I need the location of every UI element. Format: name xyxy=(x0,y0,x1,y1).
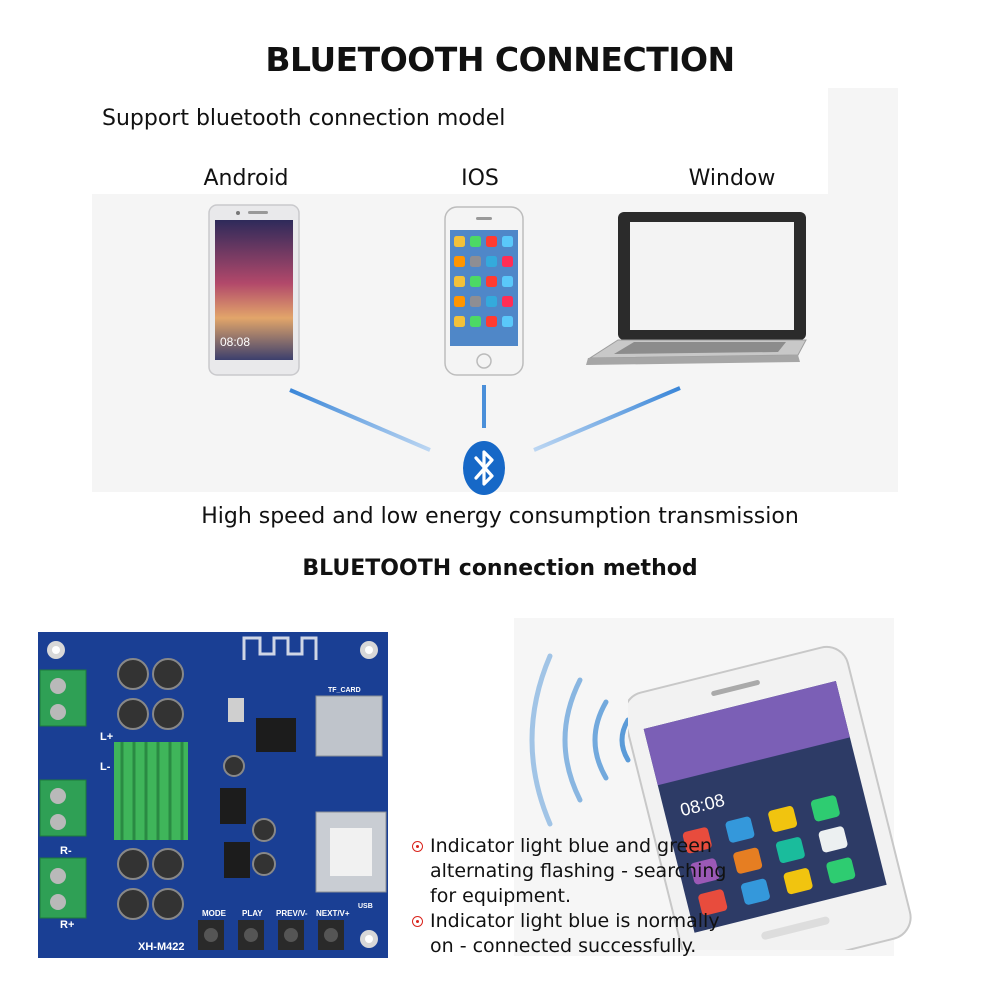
signal-waves-icon xyxy=(529,653,631,827)
bullet-icon xyxy=(412,834,430,909)
bluetooth-icon xyxy=(463,441,505,495)
laptop-image xyxy=(586,212,807,365)
board-button-label-mode: MODE xyxy=(202,909,227,918)
speed-text: High speed and low energy consumption tr… xyxy=(201,504,799,529)
android-phone-image: 08:08 xyxy=(208,204,300,376)
board-label-rminus: R- xyxy=(60,845,72,857)
note-text: Indicator light blue is normally on - co… xyxy=(430,910,720,957)
page-title: BLUETOOTH CONNECTION xyxy=(265,40,735,79)
board-usb-label: USB xyxy=(358,903,373,910)
indicator-notes: Indicator light blue and green alternati… xyxy=(412,834,742,959)
amplifier-board-image: MODE PLAY PREV/V- NEXT/V+ TF_CARD USB L+… xyxy=(38,632,388,958)
iphone-image xyxy=(444,206,524,376)
board-tf-label: TF_CARD xyxy=(328,687,361,694)
board-label-rplus: R+ xyxy=(60,919,74,931)
android-clock: 08:08 xyxy=(220,335,250,349)
support-text: Support bluetooth connection model xyxy=(102,106,506,131)
smartphone-image: 08:08 xyxy=(628,645,912,950)
note-text: Indicator light blue and green alternati… xyxy=(430,835,727,907)
device-label-ios: IOS xyxy=(461,166,499,191)
board-button-label-next: NEXT/V+ xyxy=(316,909,350,918)
note-connected: Indicator light blue is normally on - co… xyxy=(412,909,742,959)
board-button-label-prev: PREV/V- xyxy=(276,909,308,918)
board-label-lminus: L- xyxy=(100,761,111,773)
devices-panel-header xyxy=(92,88,828,194)
device-label-android: Android xyxy=(203,166,289,191)
bullet-icon xyxy=(412,909,430,959)
board-label-lplus: L+ xyxy=(100,731,113,743)
device-label-window: Window xyxy=(688,166,776,191)
method-title: BLUETOOTH connection method xyxy=(302,556,698,581)
board-button-label-play: PLAY xyxy=(242,909,263,918)
note-searching: Indicator light blue and green alternati… xyxy=(412,834,742,909)
board-model-label: XH-M422 xyxy=(138,941,184,953)
